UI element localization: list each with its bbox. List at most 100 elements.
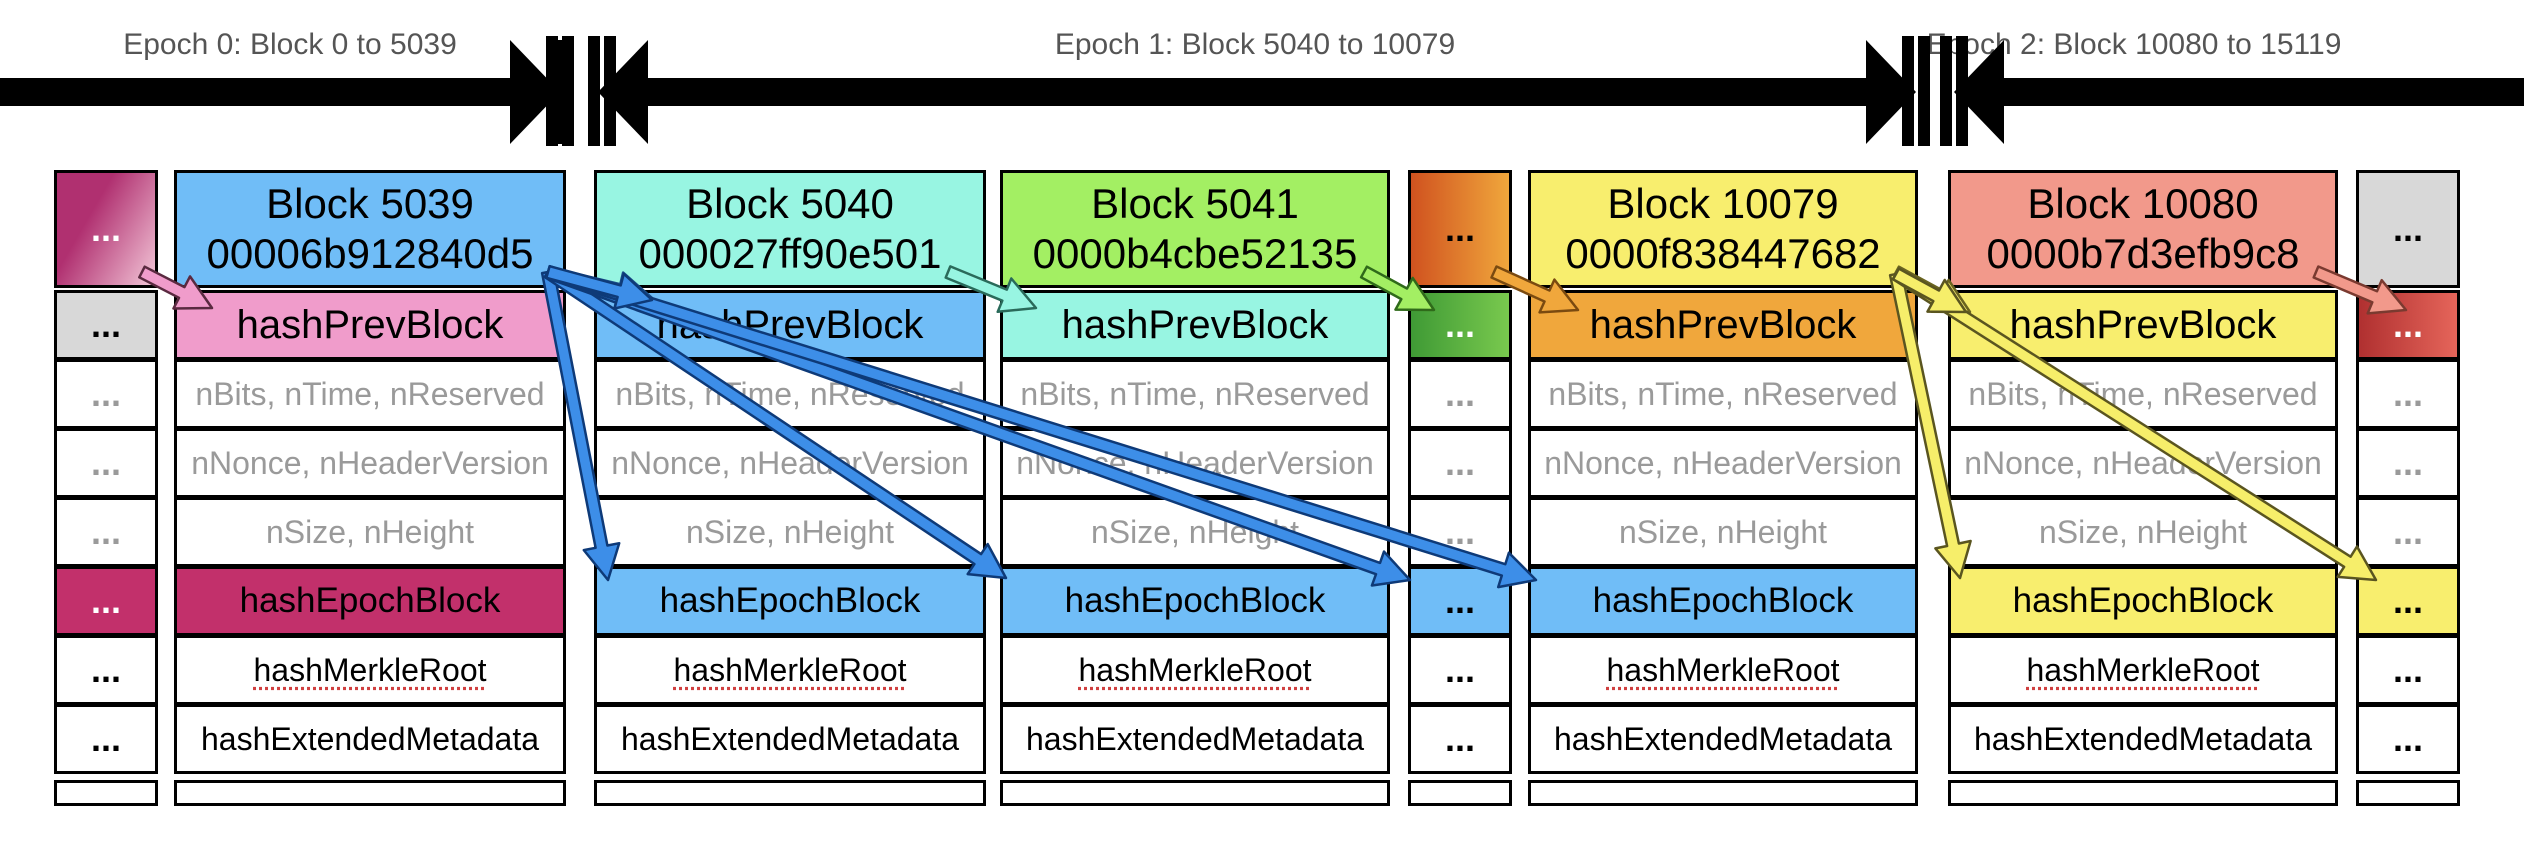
ellipsis-epoch: ... <box>1408 566 1512 636</box>
ellipsis-prev: ... <box>2356 290 2460 360</box>
field-nonce: nNonce, nHeaderVersion <box>1528 428 1918 498</box>
ellipsis-bits: ... <box>2356 359 2460 429</box>
left-partial-block-header: ... <box>54 170 158 288</box>
block-title: Block 10079 <box>1607 180 1839 227</box>
epoch-boundary-tick-4 <box>1902 36 1914 146</box>
ellipsis-epoch: ... <box>2356 566 2460 636</box>
field-prev: hashPrevBlock <box>594 290 986 360</box>
ellipsis-prev: ... <box>54 290 158 360</box>
merkle-text: hashMerkleRoot <box>253 651 487 688</box>
ellipsis-bits: ... <box>54 359 158 429</box>
epoch-1-end-arrowhead <box>1866 40 1916 144</box>
gap-partial-block-header: ... <box>1408 170 1512 288</box>
field-epoch: hashEpochBlock <box>1948 566 2338 636</box>
block-hash: 00006b912840d5 <box>206 230 534 277</box>
ellipsis-size: ... <box>54 497 158 567</box>
field-prev: hashPrevBlock <box>1948 290 2338 360</box>
next-header-stub <box>1000 780 1390 806</box>
epoch-boundary-tick-2 <box>588 36 600 146</box>
field-meta: hashExtendedMetadata <box>174 704 566 774</box>
block-hash: 000027ff90e501 <box>638 230 942 277</box>
ellipsis-nonce: ... <box>54 428 158 498</box>
epoch-1-label: Epoch 1: Block 5040 to 10079 <box>1054 28 1456 61</box>
ellipsis-nonce: ... <box>1408 428 1512 498</box>
epoch-1-start-arrowhead <box>598 40 648 144</box>
field-size: nSize, nHeight <box>174 497 566 567</box>
next-header-stub <box>1408 780 1512 806</box>
field-meta: hashExtendedMetadata <box>1000 704 1390 774</box>
next-header-stub <box>2356 780 2460 806</box>
ellipsis-meta: ... <box>2356 704 2460 774</box>
field-nonce: nNonce, nHeaderVersion <box>174 428 566 498</box>
field-size: nSize, nHeight <box>1948 497 2338 567</box>
epoch-2-label: Epoch 2: Block 10080 to 15119 <box>1926 28 2342 61</box>
field-merkle: hashMerkleRoot <box>1528 635 1918 705</box>
next-header-stub <box>1948 780 2338 806</box>
merkle-text: hashMerkleRoot <box>1606 651 1840 688</box>
field-bits: nBits, nTime, nReserved <box>594 359 986 429</box>
field-merkle: hashMerkleRoot <box>594 635 986 705</box>
block-title: Block 5040 <box>686 180 894 227</box>
next-header-stub <box>54 780 158 806</box>
ellipsis-size: ... <box>2356 497 2460 567</box>
field-epoch: hashEpochBlock <box>174 566 566 636</box>
block-hash: 0000b4cbe52135 <box>1032 230 1358 277</box>
ellipsis-meta: ... <box>1408 704 1512 774</box>
field-nonce: nNonce, nHeaderVersion <box>1948 428 2338 498</box>
epoch-0-end-arrowhead <box>510 40 560 144</box>
merkle-text: hashMerkleRoot <box>1078 651 1312 688</box>
field-epoch: hashEpochBlock <box>1000 566 1390 636</box>
field-epoch: hashEpochBlock <box>1528 566 1918 636</box>
field-merkle: hashMerkleRoot <box>1948 635 2338 705</box>
epoch-2-bar <box>1962 78 2524 106</box>
block-hash: 0000f838447682 <box>1565 230 1881 277</box>
epoch-boundary-tick-3 <box>604 36 616 146</box>
field-bits: nBits, nTime, nReserved <box>1000 359 1390 429</box>
next-header-stub <box>174 780 566 806</box>
right-partial-block-header: ... <box>2356 170 2460 288</box>
merkle-text: hashMerkleRoot <box>673 651 907 688</box>
block-title: Block 10080 <box>2027 180 2259 227</box>
field-merkle: hashMerkleRoot <box>174 635 566 705</box>
field-bits: nBits, nTime, nReserved <box>174 359 566 429</box>
epoch-1-bar <box>640 78 1880 106</box>
ellipsis-merkle: ... <box>2356 635 2460 705</box>
field-nonce: nNonce, nHeaderVersion <box>594 428 986 498</box>
block-hash: 0000b7d3efb9c8 <box>1986 230 2300 277</box>
field-size: nSize, nHeight <box>1000 497 1390 567</box>
field-meta: hashExtendedMetadata <box>1948 704 2338 774</box>
field-nonce: nNonce, nHeaderVersion <box>1000 428 1390 498</box>
merkle-text: hashMerkleRoot <box>2026 651 2260 688</box>
field-size: nSize, nHeight <box>1528 497 1918 567</box>
field-bits: nBits, nTime, nReserved <box>1948 359 2338 429</box>
block-title: Block 5041 <box>1091 180 1299 227</box>
block-title: Block 5039 <box>266 180 474 227</box>
ellipsis-merkle: ... <box>54 635 158 705</box>
field-epoch: hashEpochBlock <box>594 566 986 636</box>
next-header-stub <box>594 780 986 806</box>
field-prev: hashPrevBlock <box>1528 290 1918 360</box>
ellipsis-epoch: ... <box>54 566 158 636</box>
ellipsis-size: ... <box>1408 497 1512 567</box>
ellipsis-merkle: ... <box>1408 635 1512 705</box>
field-prev: hashPrevBlock <box>1000 290 1390 360</box>
ellipsis-prev: ... <box>1408 290 1512 360</box>
field-merkle: hashMerkleRoot <box>1000 635 1390 705</box>
field-meta: hashExtendedMetadata <box>594 704 986 774</box>
next-header-stub <box>1528 780 1918 806</box>
ellipsis-nonce: ... <box>2356 428 2460 498</box>
epoch-boundary-tick-1 <box>562 36 574 146</box>
field-size: nSize, nHeight <box>594 497 986 567</box>
ellipsis-meta: ... <box>54 704 158 774</box>
epoch-0-label: Epoch 0: Block 0 to 5039 <box>123 28 457 61</box>
epoch-0-bar <box>0 78 560 106</box>
epoch-0-boundary <box>550 40 562 144</box>
field-meta: hashExtendedMetadata <box>1528 704 1918 774</box>
ellipsis-bits: ... <box>1408 359 1512 429</box>
